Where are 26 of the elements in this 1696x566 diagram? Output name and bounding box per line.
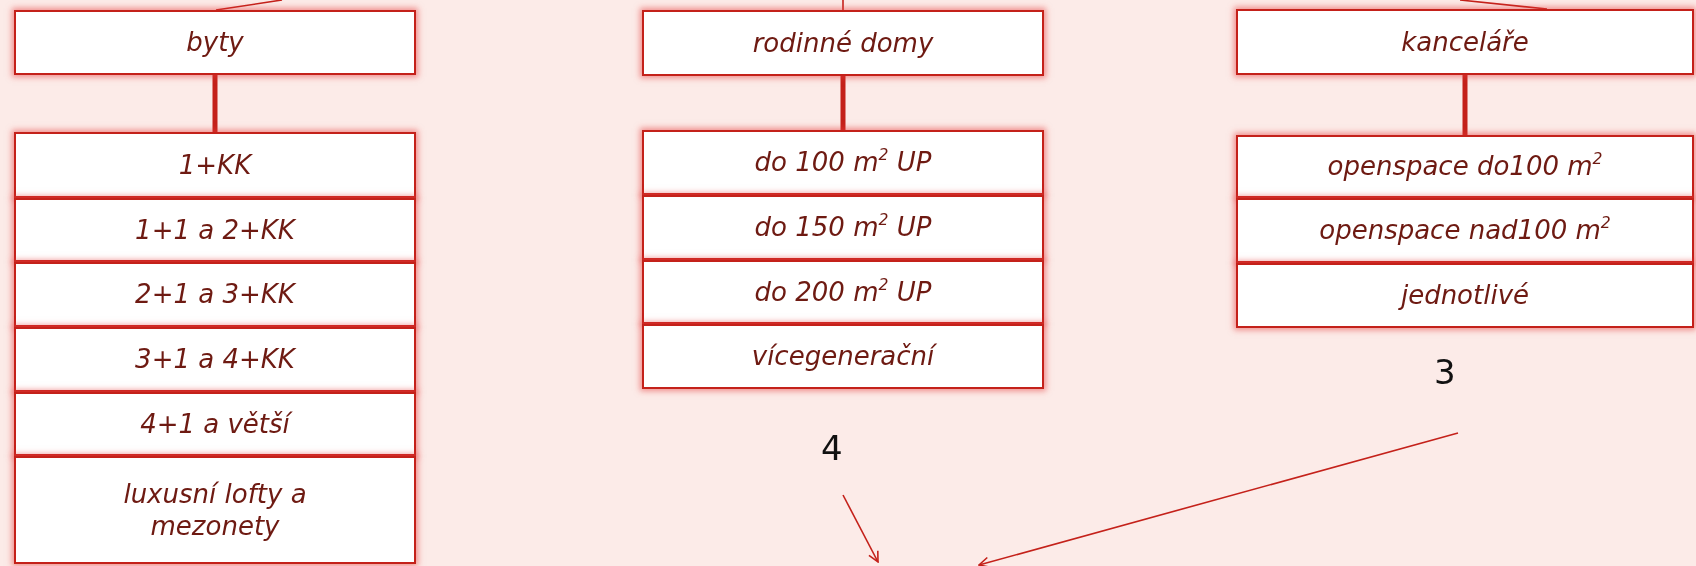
category-box: 1+KK [14, 132, 416, 198]
category-box: vícegenerační [642, 324, 1044, 389]
category-box: 3+1 a 4+KK [14, 327, 416, 392]
connector-line [212, 75, 218, 132]
category-box: openspace do100 m$^{2}$ [1236, 135, 1694, 198]
connector-line [840, 76, 846, 130]
arrow [978, 432, 1459, 566]
category-box: kanceláře [1236, 9, 1694, 75]
category-box: 1+1 a 2+KK [14, 198, 416, 262]
category-box: rodinné domy [642, 10, 1044, 76]
category-box: 2+1 a 3+KK [14, 262, 416, 327]
category-box: do 200 m$^{2}$ UP [642, 260, 1044, 324]
category-box: byty [14, 10, 416, 75]
category-box: openspace nad100 m$^{2}$ [1236, 198, 1694, 263]
connector-line [1459, 0, 1548, 10]
connector-line [842, 0, 844, 11]
callout-number: 4 [821, 431, 843, 465]
category-box: luxusní lofty a mezonety [14, 456, 416, 564]
category-box: do 100 m$^{2}$ UP [642, 130, 1044, 195]
callout-number: 3 [1434, 355, 1456, 389]
connector-line [1462, 75, 1468, 135]
connector-line [215, 0, 283, 11]
category-box: jednotlivé [1236, 263, 1694, 328]
category-box: 4+1 a větší [14, 392, 416, 456]
arrow [842, 494, 879, 563]
category-box: do 150 m$^{2}$ UP [642, 195, 1044, 260]
